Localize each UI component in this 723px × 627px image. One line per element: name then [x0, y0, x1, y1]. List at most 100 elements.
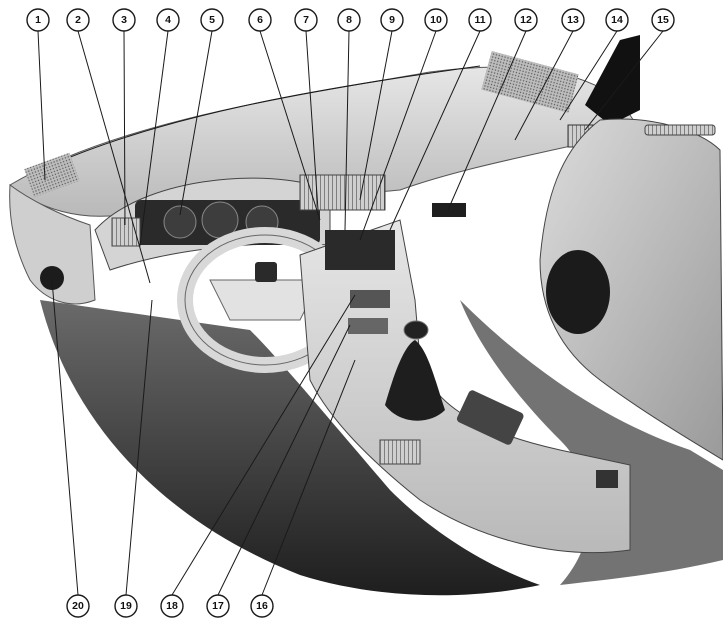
- callout-number: 7: [303, 14, 309, 26]
- callout-6: 6: [248, 8, 272, 32]
- leader-line: [305, 30, 319, 211]
- callout-circle: [114, 594, 138, 618]
- leader-line: [359, 30, 437, 241]
- callout-number: 15: [657, 14, 669, 26]
- speaker-grille-left: [24, 152, 80, 198]
- callout-7: 7: [294, 8, 318, 32]
- leader-line: [344, 30, 350, 231]
- leader-line: [359, 30, 393, 201]
- callout-3: 3: [112, 8, 136, 32]
- callout-number: 10: [430, 14, 442, 26]
- leader-line: [447, 30, 527, 211]
- leader-line: [139, 30, 169, 246]
- gear-boot: [385, 340, 445, 421]
- leader-line: [171, 294, 356, 596]
- steering-wheel: [177, 227, 353, 373]
- callout-20: 20: [66, 594, 90, 618]
- callout-number: 12: [520, 14, 532, 26]
- callout-circle: [250, 594, 274, 618]
- callout-1: 1: [26, 8, 50, 32]
- callout-circle: [337, 8, 361, 32]
- callout-circle: [156, 8, 180, 32]
- callout-number: 3: [121, 14, 127, 26]
- callout-number: 1: [35, 14, 41, 26]
- callout-number: 2: [75, 14, 81, 26]
- speaker-grille-right: [481, 51, 579, 113]
- console-slot-1: [350, 290, 390, 308]
- leader-lines: [37, 30, 664, 596]
- callout-circle: [605, 8, 629, 32]
- callout-number: 6: [257, 14, 263, 26]
- callout-circle: [200, 8, 224, 32]
- callout-17: 17: [206, 594, 230, 618]
- callout-number: 9: [389, 14, 395, 26]
- leader-line: [123, 30, 126, 226]
- callout-11: 11: [468, 8, 492, 32]
- callout-circle: [651, 8, 675, 32]
- callout-9: 9: [380, 8, 404, 32]
- radio-slot: [325, 230, 395, 270]
- leader-line: [514, 30, 574, 141]
- callout-19: 19: [114, 594, 138, 618]
- leader-line: [259, 30, 321, 221]
- callout-15: 15: [651, 8, 675, 32]
- callout-number: 4: [165, 14, 171, 26]
- leader-line: [217, 324, 351, 596]
- glovebox-catch: [432, 203, 466, 217]
- callout-circle: [26, 8, 50, 32]
- rear-vent-grille: [379, 439, 421, 465]
- callout-2: 2: [66, 8, 90, 32]
- callout-4: 4: [156, 8, 180, 32]
- callout-number: 13: [567, 14, 579, 26]
- leader-line: [261, 359, 356, 596]
- a-pillar: [585, 35, 640, 125]
- callout-18: 18: [160, 594, 184, 618]
- callout-circle: [561, 8, 585, 32]
- callout-number: 19: [120, 600, 132, 612]
- left-dash-end: [9, 184, 96, 305]
- leader-line: [125, 299, 153, 596]
- callout-circle: [424, 8, 448, 32]
- gauge-left: [163, 205, 197, 239]
- leader-line: [389, 30, 481, 231]
- door-switch-bar: [644, 124, 716, 136]
- callout-circle: [294, 8, 318, 32]
- callout-circle: [160, 594, 184, 618]
- gear-knob: [403, 320, 429, 340]
- callout-circle: [206, 594, 230, 618]
- leader-line: [77, 30, 151, 284]
- right-floor-shadow: [460, 300, 723, 585]
- callout-circle: [66, 594, 90, 618]
- callout-12: 12: [514, 8, 538, 32]
- callout-circle: [380, 8, 404, 32]
- console-slot-2: [348, 318, 388, 334]
- door-speaker: [546, 250, 610, 334]
- leader-line: [51, 279, 79, 596]
- windshield-edge: [39, 65, 481, 171]
- callout-10: 10: [424, 8, 448, 32]
- passenger-door: [539, 118, 723, 461]
- center-vents: [299, 174, 386, 211]
- leader-line: [179, 30, 213, 216]
- callout-number: 5: [209, 14, 215, 26]
- callout-circle: [66, 8, 90, 32]
- callout-number: 14: [611, 14, 623, 26]
- callout-number: 8: [346, 14, 352, 26]
- callout-circle: [514, 8, 538, 32]
- callout-number: 20: [72, 600, 84, 612]
- callout-13: 13: [561, 8, 585, 32]
- callout-5: 5: [200, 8, 224, 32]
- callout-circle: [468, 8, 492, 32]
- callout-circle: [112, 8, 136, 32]
- leader-line: [37, 30, 46, 181]
- callout-14: 14: [605, 8, 629, 32]
- rear-ashtray: [596, 470, 618, 488]
- callout-circle: [248, 8, 272, 32]
- callout-number: 16: [256, 600, 268, 612]
- left-vent-round: [40, 266, 64, 290]
- callout-16: 16: [250, 594, 274, 618]
- callout-number: 17: [212, 600, 224, 612]
- callout-number: 18: [166, 600, 178, 612]
- callout-number: 11: [474, 14, 485, 26]
